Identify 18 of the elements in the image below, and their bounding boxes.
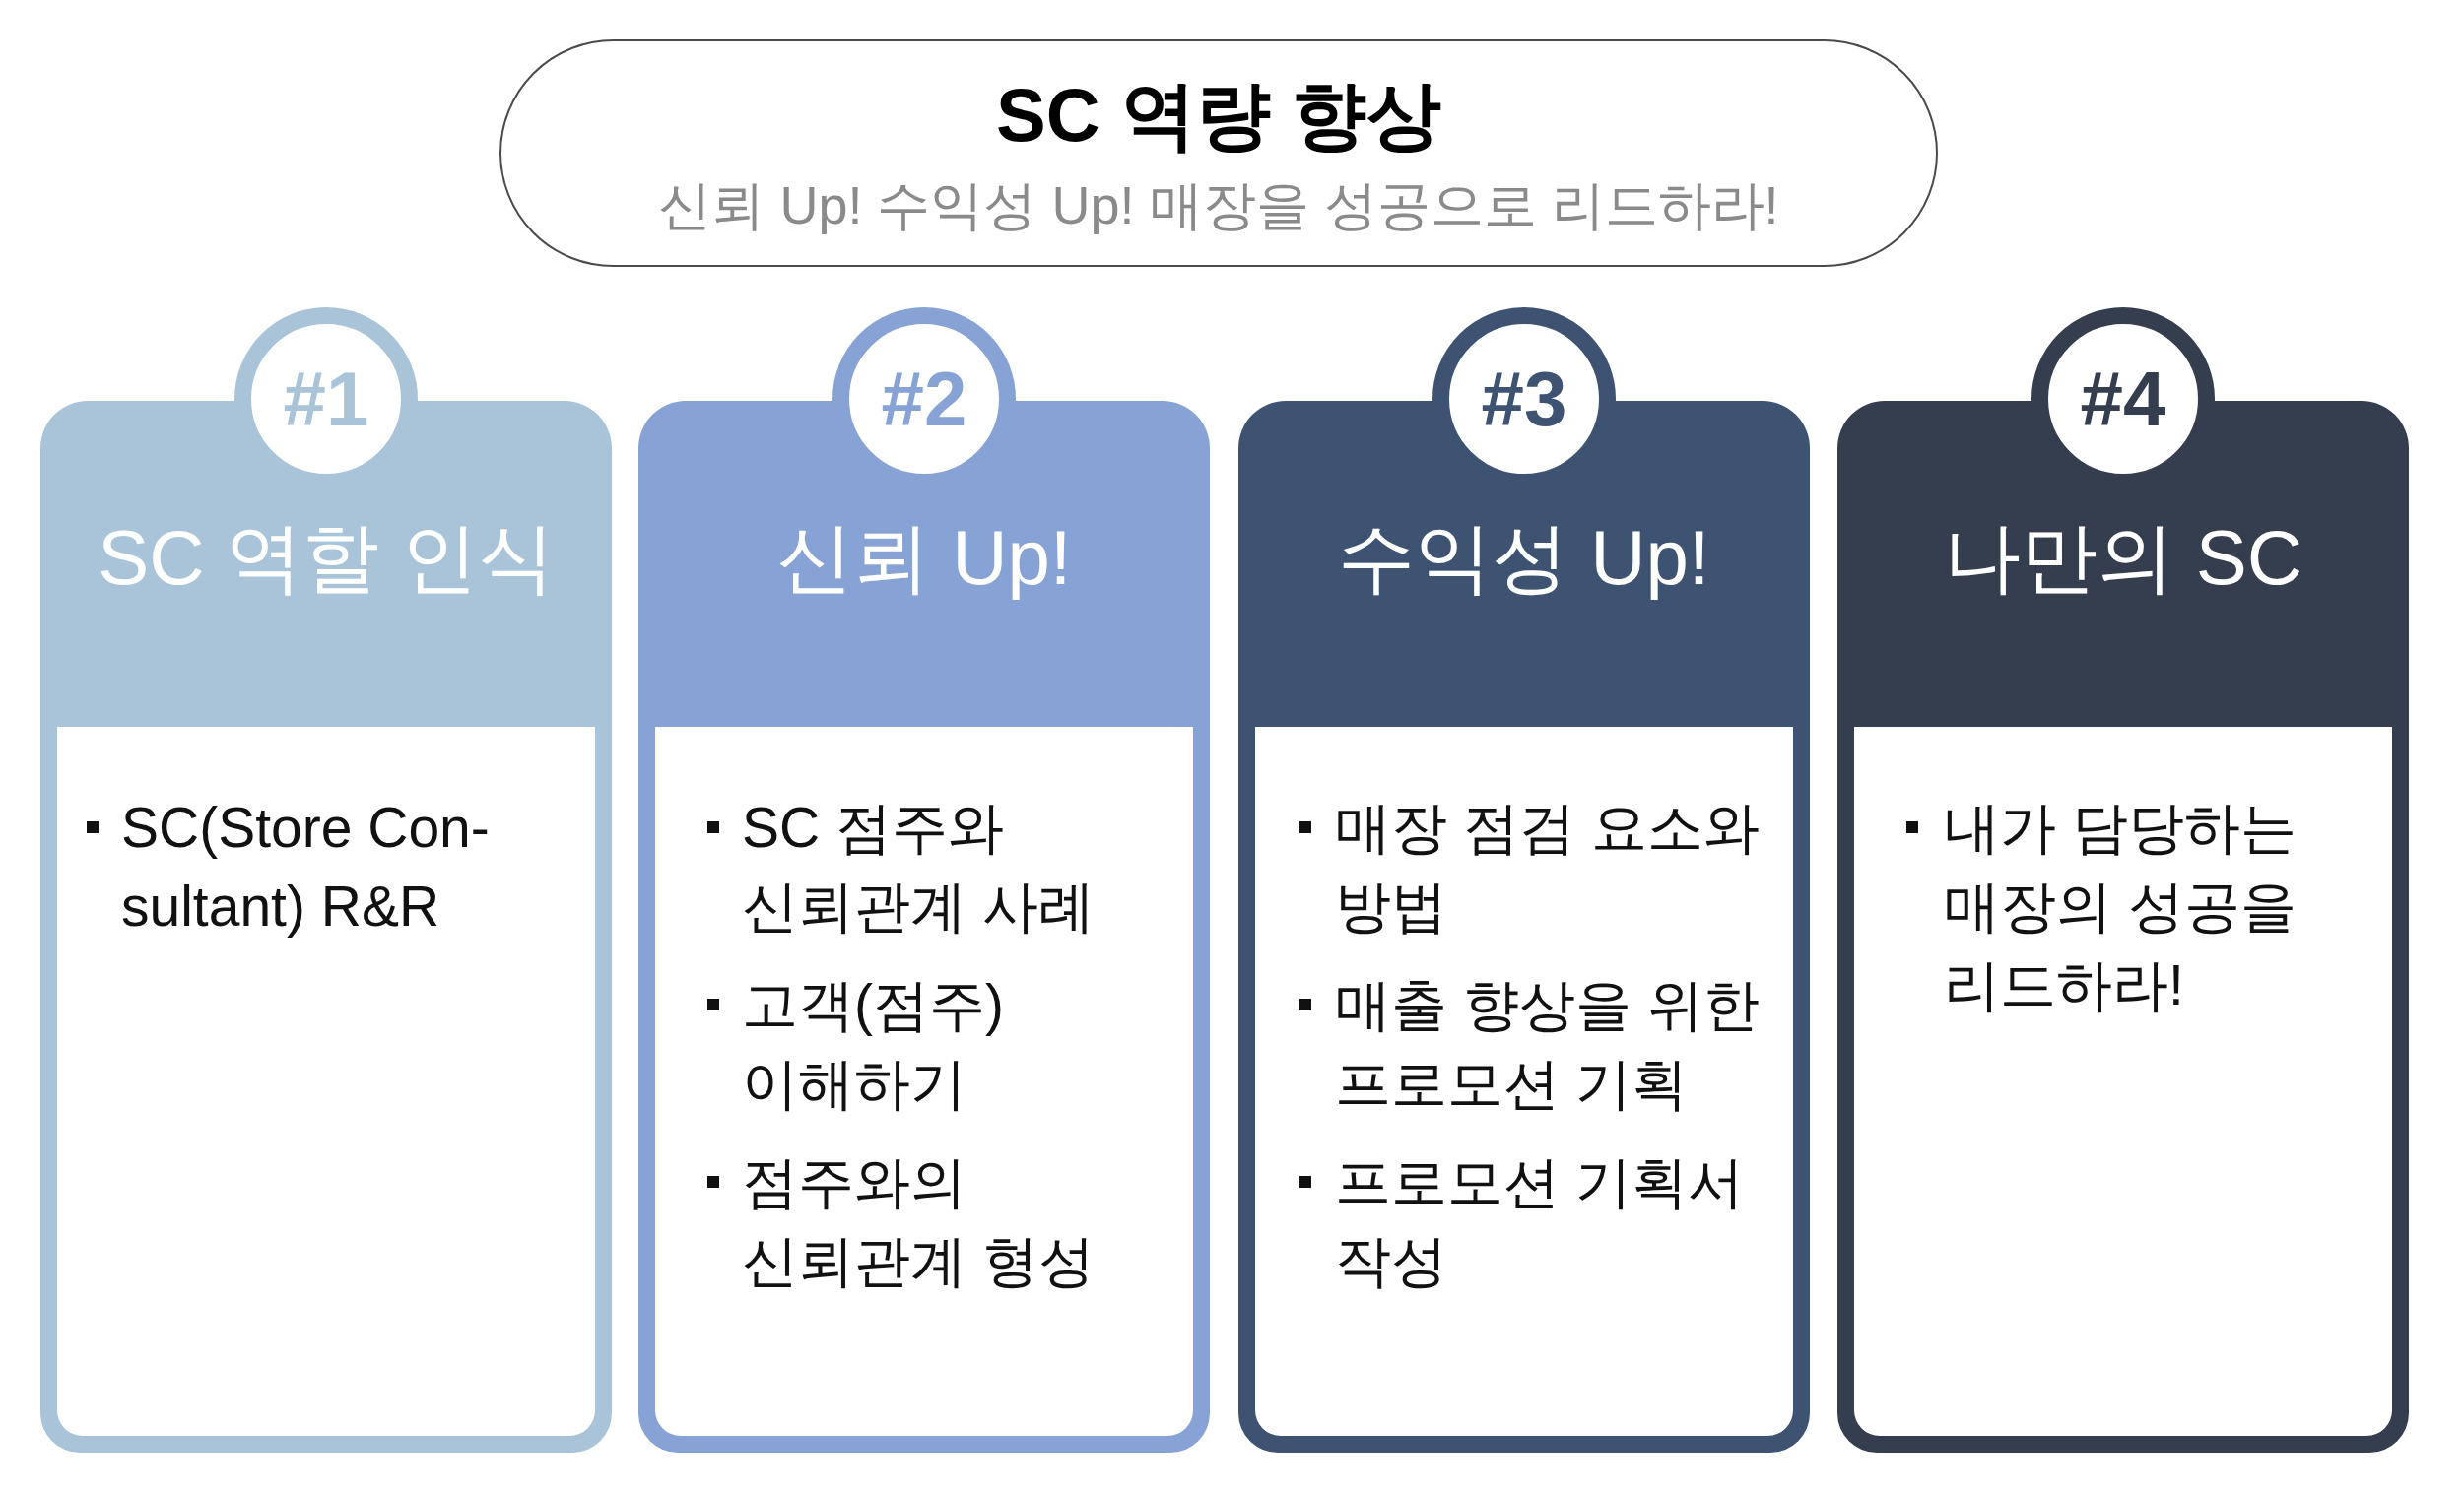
card-body-panel — [1255, 727, 1793, 1436]
card-heading: 나만의 SC — [1944, 513, 2302, 603]
card-heading: SC 역할 인식 — [98, 513, 555, 603]
card-heading: 신뢰 Up! — [776, 513, 1072, 603]
list-item-text: 점주와의 신뢰관계 형성 — [742, 1149, 1096, 1294]
list-item-text: 매장 점검 요소와 방법 — [1335, 795, 1761, 940]
list-item-text: 고객(점주) 이해하기 — [742, 972, 1005, 1117]
card-body-panel — [1854, 727, 2392, 1436]
list-item-text: 내가 담당하는 매장의 성공을 리드하라! — [1944, 795, 2298, 1018]
list-item-text: 매출 향상을 위한 프로모션 기획 — [1335, 972, 1761, 1117]
subtitle-text: 신뢰 Up! 수익성 Up! 매장을 성공으로 리드하라! — [658, 174, 1779, 236]
card-body-panel — [57, 727, 595, 1436]
card-body-panel — [655, 727, 1193, 1436]
title-text: SC 역량 향상 — [996, 72, 1441, 159]
card-heading: 수익성 Up! — [1338, 513, 1710, 603]
list-item-text: SC 점주와 신뢰관계 사례 — [742, 795, 1096, 940]
list-item-text: 프로모션 기획서 작성 — [1335, 1149, 1745, 1294]
list-item-text: SC(Store Con- sultant) R&R — [121, 795, 491, 940]
